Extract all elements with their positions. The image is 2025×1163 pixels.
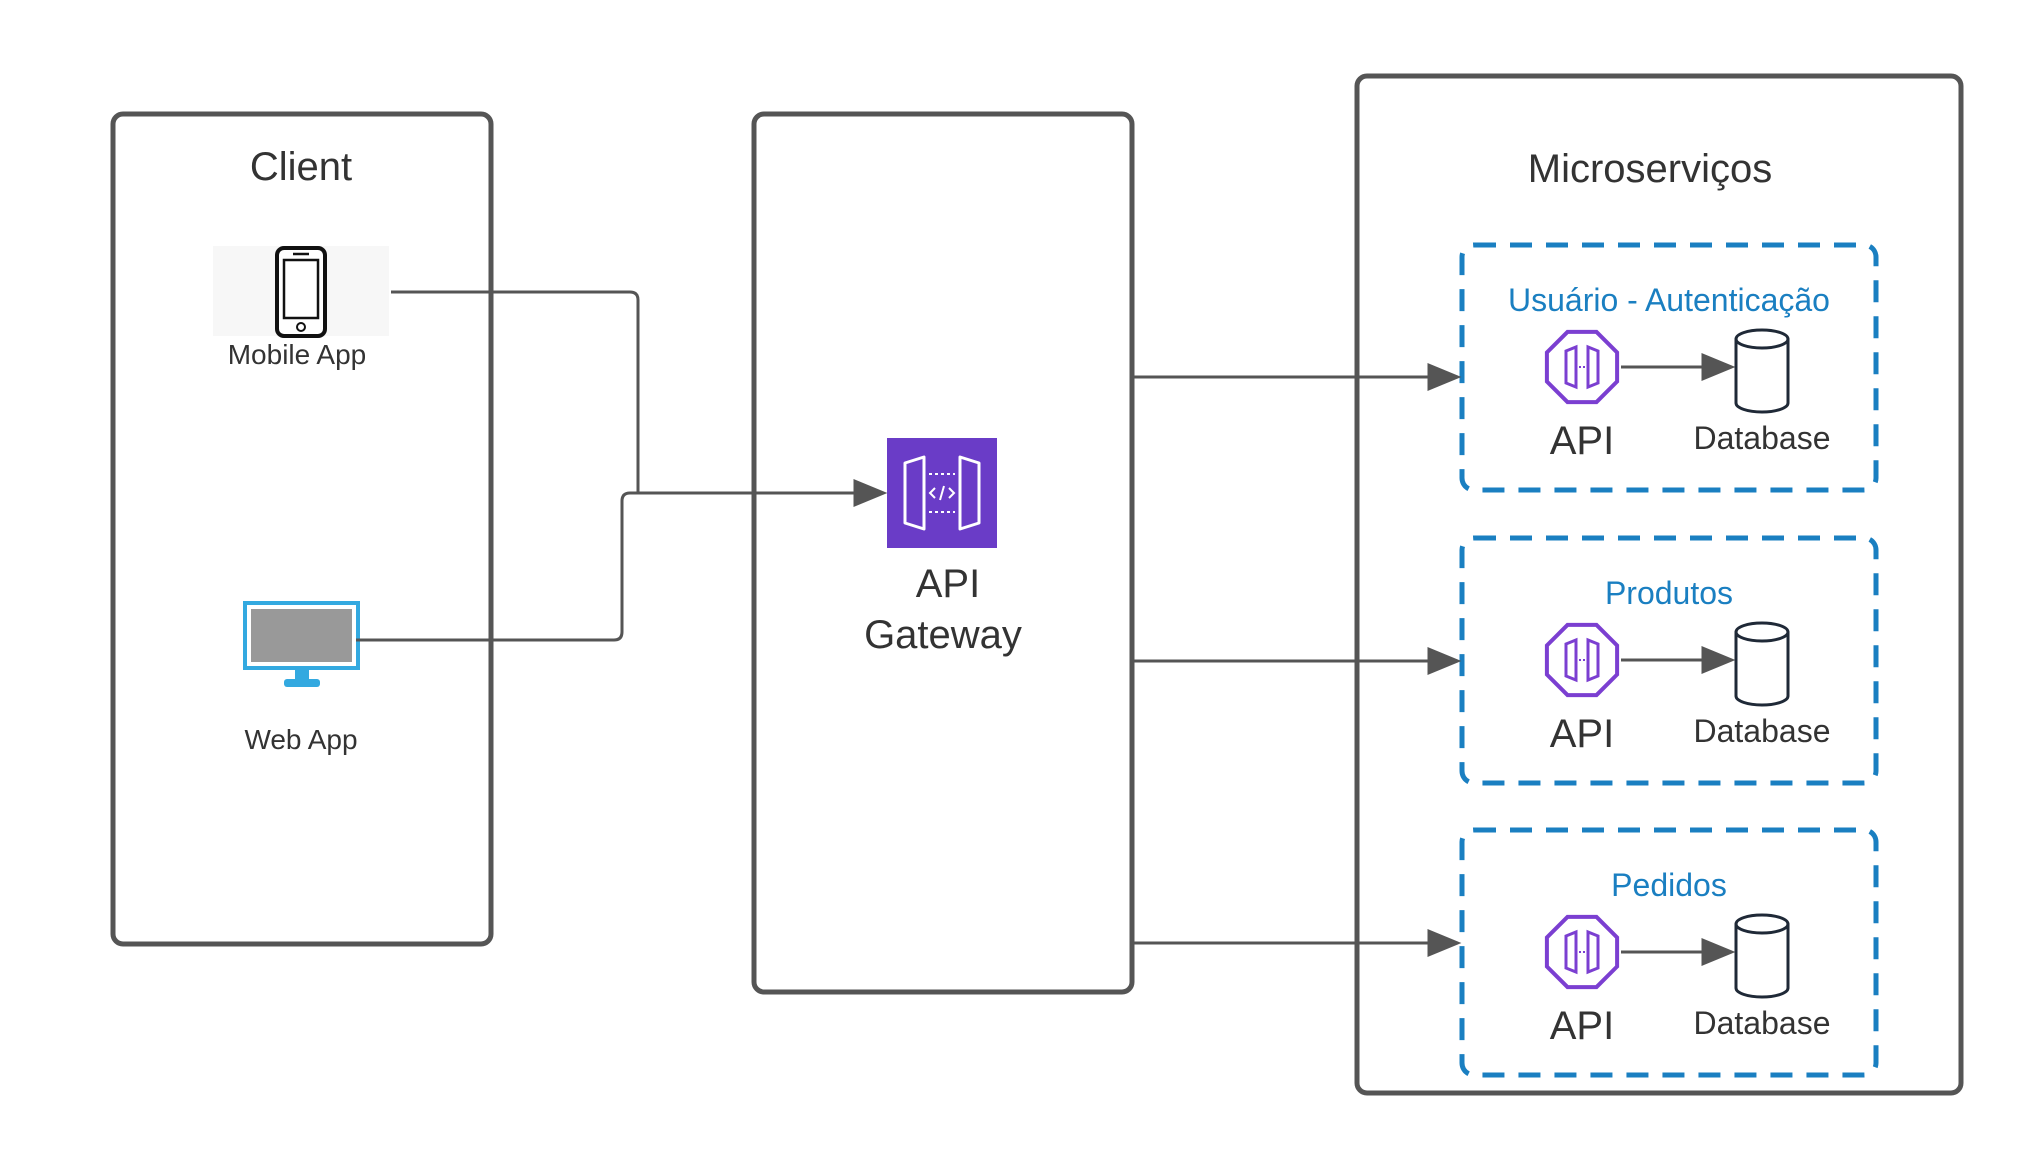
mobile-app-label: Mobile App xyxy=(228,339,367,370)
microservices-title: Microserviços xyxy=(1528,147,1772,191)
mobile-to-gateway-connector xyxy=(391,290,888,507)
client-container: Client Mobile App Web App xyxy=(110,111,494,947)
database-label: Database xyxy=(1694,713,1831,749)
connectors xyxy=(356,290,1462,957)
api-label: API xyxy=(1550,1004,1614,1048)
client-title: Client xyxy=(250,145,352,189)
monitor-icon xyxy=(243,601,360,687)
microservices-container: Microserviços xyxy=(1354,73,1964,1096)
api-label: API xyxy=(1550,712,1614,756)
database-icon[interactable] xyxy=(1734,913,1790,999)
service-title: Usuário - Autenticação xyxy=(1508,282,1830,318)
service-title: Produtos xyxy=(1605,575,1733,611)
api-gateway-icon[interactable] xyxy=(887,438,997,548)
api-icon[interactable] xyxy=(1544,622,1620,698)
api-icon[interactable] xyxy=(1544,914,1620,990)
service-title: Pedidos xyxy=(1611,867,1727,903)
smartphone-icon xyxy=(275,246,327,338)
gateway-container: API Gateway xyxy=(751,111,1135,995)
web-to-gateway-connector xyxy=(356,491,884,642)
service-border xyxy=(1459,535,1879,786)
web-app-label: Web App xyxy=(244,724,357,755)
gateway-label-line2: Gateway xyxy=(864,613,1022,657)
web-app[interactable]: Web App xyxy=(243,601,360,755)
service-border xyxy=(1459,242,1879,493)
api-label: API xyxy=(1550,419,1614,463)
database-label: Database xyxy=(1694,1005,1831,1041)
database-icon[interactable] xyxy=(1734,328,1790,414)
service-border xyxy=(1459,827,1879,1078)
database-icon[interactable] xyxy=(1734,621,1790,707)
gateway-label-line1: API xyxy=(916,562,980,606)
api-icon[interactable] xyxy=(1544,329,1620,405)
database-label: Database xyxy=(1694,420,1831,456)
mobile-app[interactable]: Mobile App xyxy=(213,246,389,370)
